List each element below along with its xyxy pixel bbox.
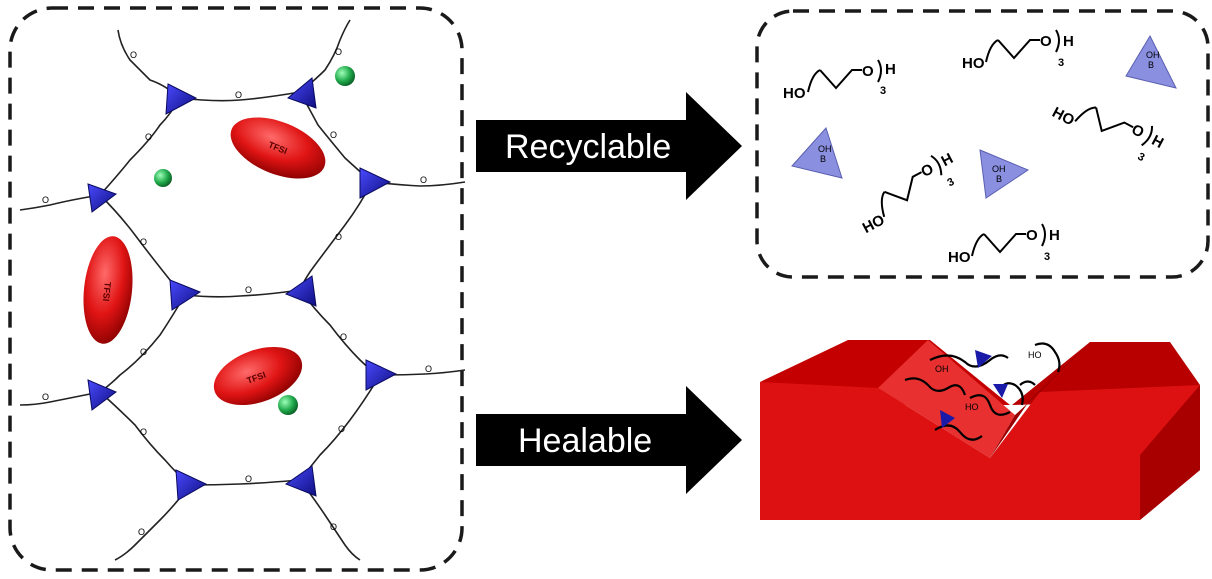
svg-text:B: B <box>1148 60 1154 70</box>
healable-block <box>760 340 1200 520</box>
svg-text:B: B <box>996 174 1002 184</box>
svg-text:O: O <box>245 285 252 295</box>
svg-text:O: O <box>145 132 152 142</box>
svg-text:O: O <box>1026 227 1038 244</box>
teg-molecule: HO O H 3 <box>1049 104 1166 164</box>
borate-node <box>87 379 117 411</box>
borate-node <box>87 183 118 213</box>
svg-text:TFSI: TFSI <box>101 281 113 301</box>
svg-text:O: O <box>42 195 49 205</box>
svg-text:O: O <box>330 522 337 532</box>
borate-node <box>365 359 398 391</box>
svg-text:OH: OH <box>1146 50 1160 60</box>
svg-text:HO: HO <box>783 85 806 102</box>
boronic-acid: OH B <box>979 149 1030 199</box>
borate-node <box>165 83 198 115</box>
borate-node <box>169 279 202 311</box>
svg-text:O: O <box>140 237 147 247</box>
teg-molecule: HO O H 3 <box>948 223 1060 266</box>
borate-node <box>284 275 317 307</box>
svg-text:O: O <box>335 232 342 242</box>
teg-molecule: HO O H 3 <box>860 150 957 237</box>
svg-text:O: O <box>245 474 252 484</box>
svg-text:O: O <box>425 364 432 374</box>
svg-text:O: O <box>335 47 342 57</box>
svg-text:3: 3 <box>1044 251 1050 263</box>
linker-o-labels: O O O O O O O O O O O O O O O O O O O <box>42 47 432 537</box>
tfsi-anion: TFSI <box>83 236 133 344</box>
lithium-cation <box>154 169 172 187</box>
crack-boronate <box>940 350 1008 428</box>
healable-arrow: Healable <box>476 386 742 494</box>
svg-text:O: O <box>862 63 874 80</box>
notch-left-face <box>878 340 1015 458</box>
svg-text:O: O <box>338 424 345 434</box>
svg-text:Healable: Healable <box>518 422 652 460</box>
svg-text:H: H <box>1049 227 1060 244</box>
svg-text:HO: HO <box>948 249 971 266</box>
svg-text:3: 3 <box>945 176 956 189</box>
borate-node <box>284 465 317 497</box>
svg-text:O: O <box>140 347 147 357</box>
block-side <box>1140 385 1200 520</box>
tfsi-anion: TFSI <box>213 346 303 406</box>
svg-text:B: B <box>820 154 826 164</box>
crack-labels: HO OH HO <box>935 350 1042 412</box>
lithium-cations <box>154 66 355 415</box>
tfsi-anion: TFSI <box>230 117 326 179</box>
block-front <box>760 382 1200 520</box>
svg-text:O: O <box>138 527 145 537</box>
boronic-acid: OH B <box>1125 34 1177 89</box>
svg-text:H: H <box>1063 33 1074 50</box>
svg-text:O: O <box>130 50 137 60</box>
borate-node <box>359 167 392 199</box>
svg-text:O: O <box>330 130 337 140</box>
boronic-acid: OH B <box>791 127 843 179</box>
svg-text:OH: OH <box>818 144 832 154</box>
svg-text:O: O <box>918 160 937 181</box>
teg-molecule: HO O H 3 <box>962 29 1074 72</box>
svg-text:3: 3 <box>880 85 886 97</box>
svg-text:H: H <box>885 61 896 78</box>
svg-text:HO: HO <box>1028 350 1042 360</box>
svg-text:OH: OH <box>992 164 1006 174</box>
teg-molecule: HO O H 3 <box>783 59 896 102</box>
svg-text:O: O <box>1040 33 1052 50</box>
svg-text:O: O <box>420 175 427 185</box>
svg-text:3: 3 <box>1135 151 1146 164</box>
svg-text:HO: HO <box>962 55 985 72</box>
svg-text:O: O <box>235 90 242 100</box>
svg-text:OH: OH <box>935 364 949 374</box>
lithium-cation <box>278 395 298 415</box>
borate-nodes <box>87 77 398 501</box>
svg-text:Recyclable: Recyclable <box>505 128 671 166</box>
svg-text:O: O <box>140 427 147 437</box>
svg-text:H: H <box>939 150 957 170</box>
borate-node <box>175 469 208 501</box>
svg-text:HO: HO <box>1049 104 1077 130</box>
svg-text:O: O <box>42 392 49 402</box>
borate-node <box>287 77 317 109</box>
network-panel-border <box>8 6 464 572</box>
svg-text:O: O <box>340 332 347 342</box>
recycled-panel-border <box>755 9 1210 279</box>
svg-text:O: O <box>1128 121 1147 142</box>
svg-text:HO: HO <box>965 402 979 412</box>
lithium-cation <box>335 66 355 86</box>
recyclable-arrow: Recyclable <box>476 92 742 200</box>
svg-text:3: 3 <box>1058 57 1064 69</box>
